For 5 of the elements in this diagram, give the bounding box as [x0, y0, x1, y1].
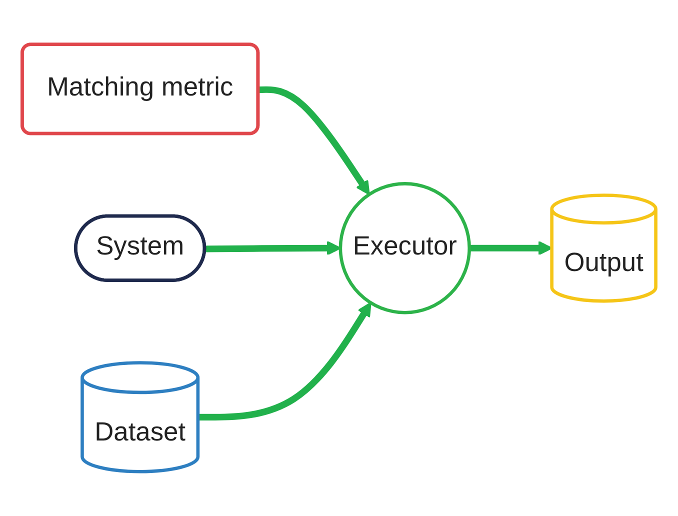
arrow — [205, 240, 342, 256]
arrow — [198, 302, 372, 420]
arrow — [469, 240, 552, 256]
arrow — [258, 86, 370, 196]
node-circle: Executor — [338, 182, 471, 314]
